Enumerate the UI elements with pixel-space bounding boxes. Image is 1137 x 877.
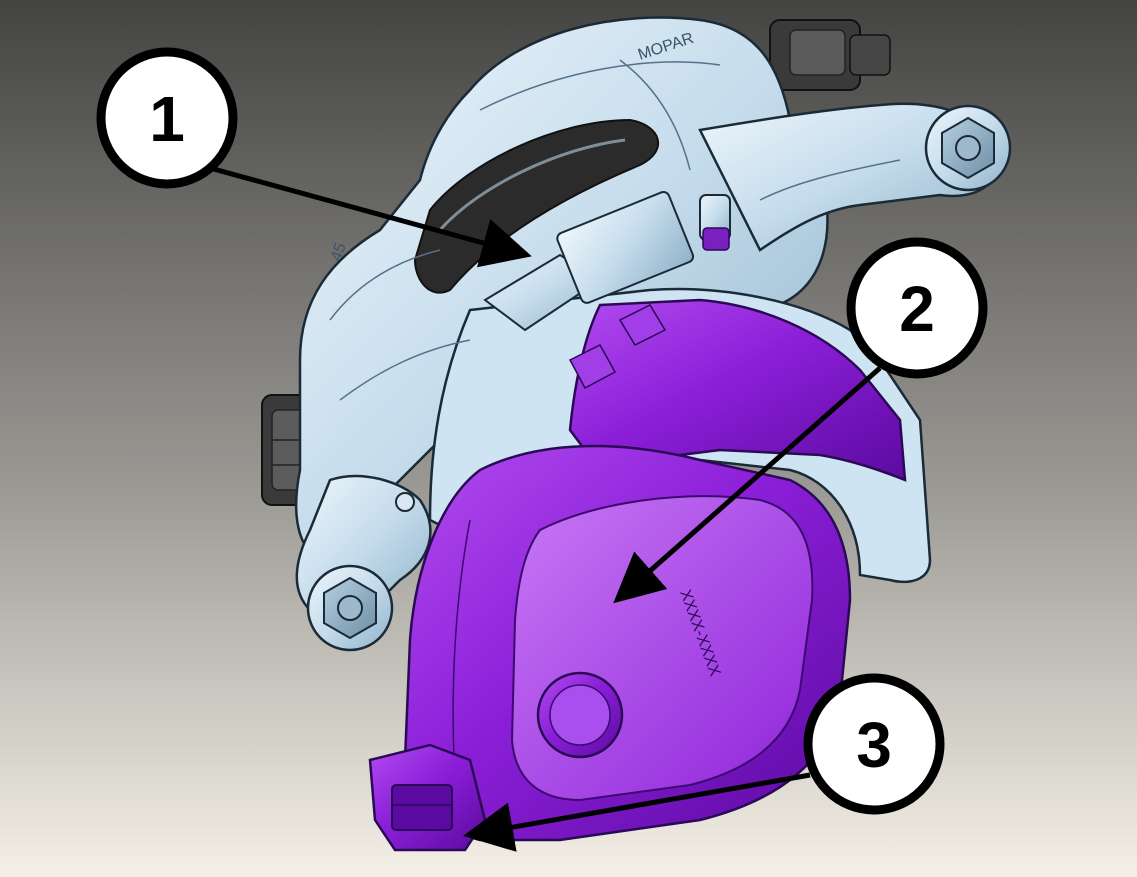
parking-brake-motor (403, 298, 907, 842)
pin-hole (395, 492, 415, 512)
rear-connector-top (769, 19, 891, 91)
callout-3-label: 3 (856, 709, 892, 781)
upper-guide-bolt (924, 104, 1012, 192)
motor-electrical-connector (368, 743, 487, 852)
lower-guide-bolt (306, 564, 394, 652)
leader-arrow-3 (463, 772, 811, 852)
callout-2: 2 (846, 237, 988, 379)
leader-arrow-1 (209, 165, 532, 268)
engraving-caliper-side: 45 (328, 241, 350, 264)
callout-3: 3 (803, 673, 945, 815)
callout-1-label: 1 (149, 83, 185, 155)
leader-arrow-2 (613, 366, 882, 604)
callout-2-label: 2 (899, 273, 935, 345)
callout-1: 1 (96, 47, 238, 189)
wear-sensor-connector (483, 191, 731, 332)
